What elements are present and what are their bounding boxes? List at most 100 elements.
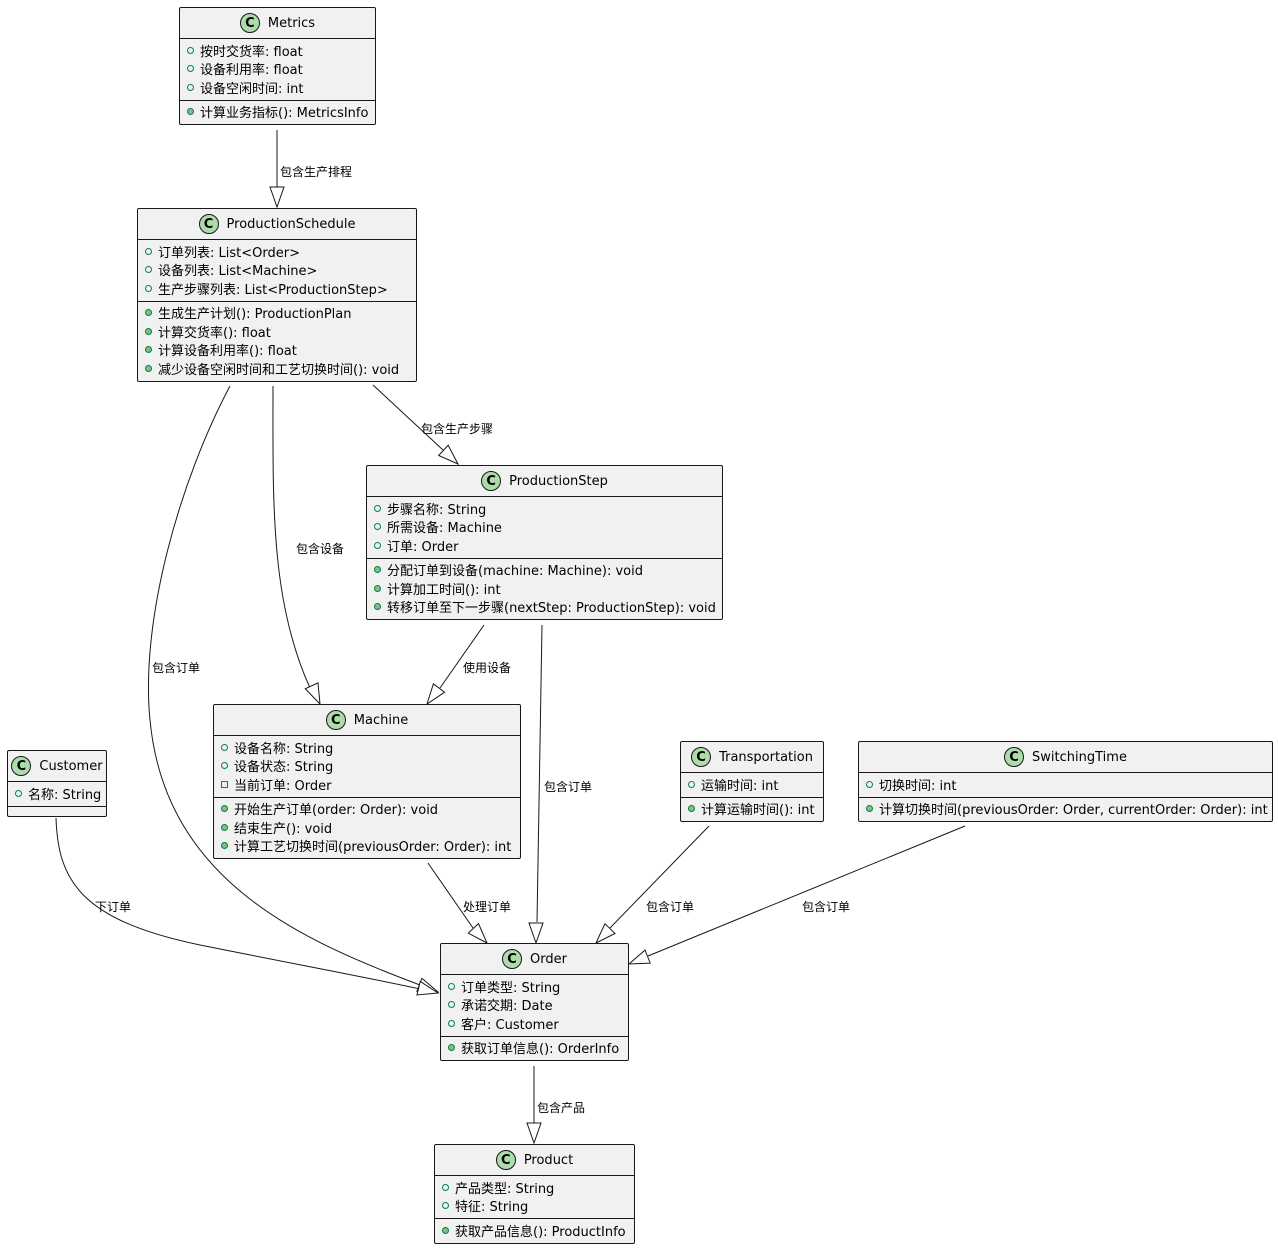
class-c-icon: C xyxy=(11,756,32,776)
class-c-icon: C xyxy=(198,214,219,234)
attribute-text: 按时交货率: float xyxy=(200,44,303,60)
class-c-icon: C xyxy=(495,1150,516,1170)
operation-row: 计算运输时间(): int xyxy=(681,800,823,818)
relation-label: 包含订单 xyxy=(152,661,201,675)
class-name: ProductionSchedule xyxy=(226,216,356,232)
public-method-icon xyxy=(374,603,381,611)
public-visibility-icon xyxy=(374,523,381,531)
relation-line xyxy=(55,817,421,990)
relation-edge xyxy=(427,862,489,945)
relation-label: 包含设备 xyxy=(296,542,345,556)
public-visibility-icon xyxy=(866,780,873,788)
attribute-row: 订单: Order xyxy=(367,536,722,555)
attribute-row: 客户: Customer xyxy=(441,1014,628,1033)
relation-label: 使用设备 xyxy=(463,661,512,675)
relation-line xyxy=(147,385,421,986)
public-method-icon xyxy=(145,327,152,335)
attribute-row: 订单列表: List<Order> xyxy=(138,242,416,261)
public-method-icon xyxy=(448,1044,455,1052)
relation-label: 包含订单 xyxy=(544,780,593,794)
attribute-text: 设备利用率: float xyxy=(200,63,303,79)
attribute-text: 切换时间: int xyxy=(879,778,957,794)
attribute-row: 步骤名称: String xyxy=(367,499,722,518)
public-method-icon xyxy=(221,842,228,850)
operation-text: 计算工艺切换时间(previousOrder: Order): int xyxy=(234,840,512,856)
operation-row: 计算加工时间(): int xyxy=(367,579,722,598)
public-visibility-icon xyxy=(688,780,695,788)
class-name: SwitchingTime xyxy=(1032,749,1127,765)
attribute-row: 当前订单: Order xyxy=(214,775,520,794)
public-visibility-icon xyxy=(448,982,455,990)
class-c-icon: C xyxy=(691,747,712,767)
relation-label: 处理订单 xyxy=(463,900,512,914)
relation-line xyxy=(372,384,444,451)
public-method-icon xyxy=(688,805,695,813)
relation-line xyxy=(439,624,485,689)
attribute-row: 生产步骤列表: List<ProductionStep> xyxy=(138,279,416,298)
public-visibility-icon xyxy=(187,83,194,91)
public-visibility-icon xyxy=(448,1001,455,1009)
attribute-text: 生产步骤列表: List<ProductionStep> xyxy=(158,282,388,298)
attribute-row: 设备名称: String xyxy=(214,738,520,757)
operation-row: 转移订单至下一步骤(nextStep: ProductionStep): voi… xyxy=(367,598,722,616)
attribute-row: 承诺交期: Date xyxy=(441,996,628,1015)
public-visibility-icon xyxy=(145,284,152,292)
operation-text: 减少设备空闲时间和工艺切换时间(): void xyxy=(158,362,400,378)
attribute-row: 设备利用率: float xyxy=(180,60,375,79)
attributes-section: 切换时间: int xyxy=(859,773,1272,798)
operation-row: 生成生产计划(): ProductionPlan xyxy=(138,304,416,322)
attribute-text: 订单列表: List<Order> xyxy=(158,245,300,261)
public-visibility-icon xyxy=(442,1202,449,1210)
operation-row: 计算切换时间(previousOrder: Order, currentOrde… xyxy=(859,800,1272,818)
class-c-icon: C xyxy=(325,710,346,730)
attribute-text: 设备状态: String xyxy=(234,760,334,776)
class-header: C SwitchingTime xyxy=(859,742,1272,773)
public-method-icon xyxy=(221,823,228,831)
public-method-icon xyxy=(145,309,152,317)
class-name: Order xyxy=(530,951,567,967)
attributes-section: 运输时间: int xyxy=(681,773,823,798)
class-c-icon: C xyxy=(1004,747,1025,767)
public-method-icon xyxy=(374,566,381,574)
class-box-switching-time[interactable]: C SwitchingTime 切换时间: int 计算切换时间(previousOr… xyxy=(858,741,1273,822)
operation-row: 分配订单到设备(machine: Machine): void xyxy=(367,561,722,579)
attribute-text: 承诺交期: Date xyxy=(461,999,553,1015)
public-method-icon xyxy=(374,584,381,592)
operation-text: 计算加工时间(): int xyxy=(387,582,501,598)
public-visibility-icon xyxy=(221,743,228,751)
inheritance-arrowhead-icon xyxy=(426,682,446,706)
relation-edge xyxy=(272,385,321,706)
operation-text: 获取订单信息(): OrderInfo xyxy=(461,1042,620,1058)
inheritance-arrowhead-icon xyxy=(416,980,440,996)
attribute-text: 名称: String xyxy=(28,787,102,803)
public-method-icon xyxy=(145,346,152,354)
attribute-text: 运输时间: int xyxy=(701,778,779,794)
operation-text: 开始生产订单(order: Order): void xyxy=(234,803,439,819)
attribute-row: 订单类型: String xyxy=(441,977,628,996)
public-visibility-icon xyxy=(374,541,381,549)
operations-section: 获取订单信息(): OrderInfo xyxy=(441,1037,628,1061)
operation-row: 计算交货率(): float xyxy=(138,322,416,341)
operation-row: 开始生产订单(order: Order): void xyxy=(214,800,520,819)
attribute-row: 切换时间: int xyxy=(859,775,1272,794)
operation-row: 计算业务指标(): MetricsInfo xyxy=(180,103,375,121)
public-visibility-icon xyxy=(442,1183,449,1191)
attribute-text: 当前订单: Order xyxy=(234,778,332,794)
relation-line xyxy=(427,862,474,929)
